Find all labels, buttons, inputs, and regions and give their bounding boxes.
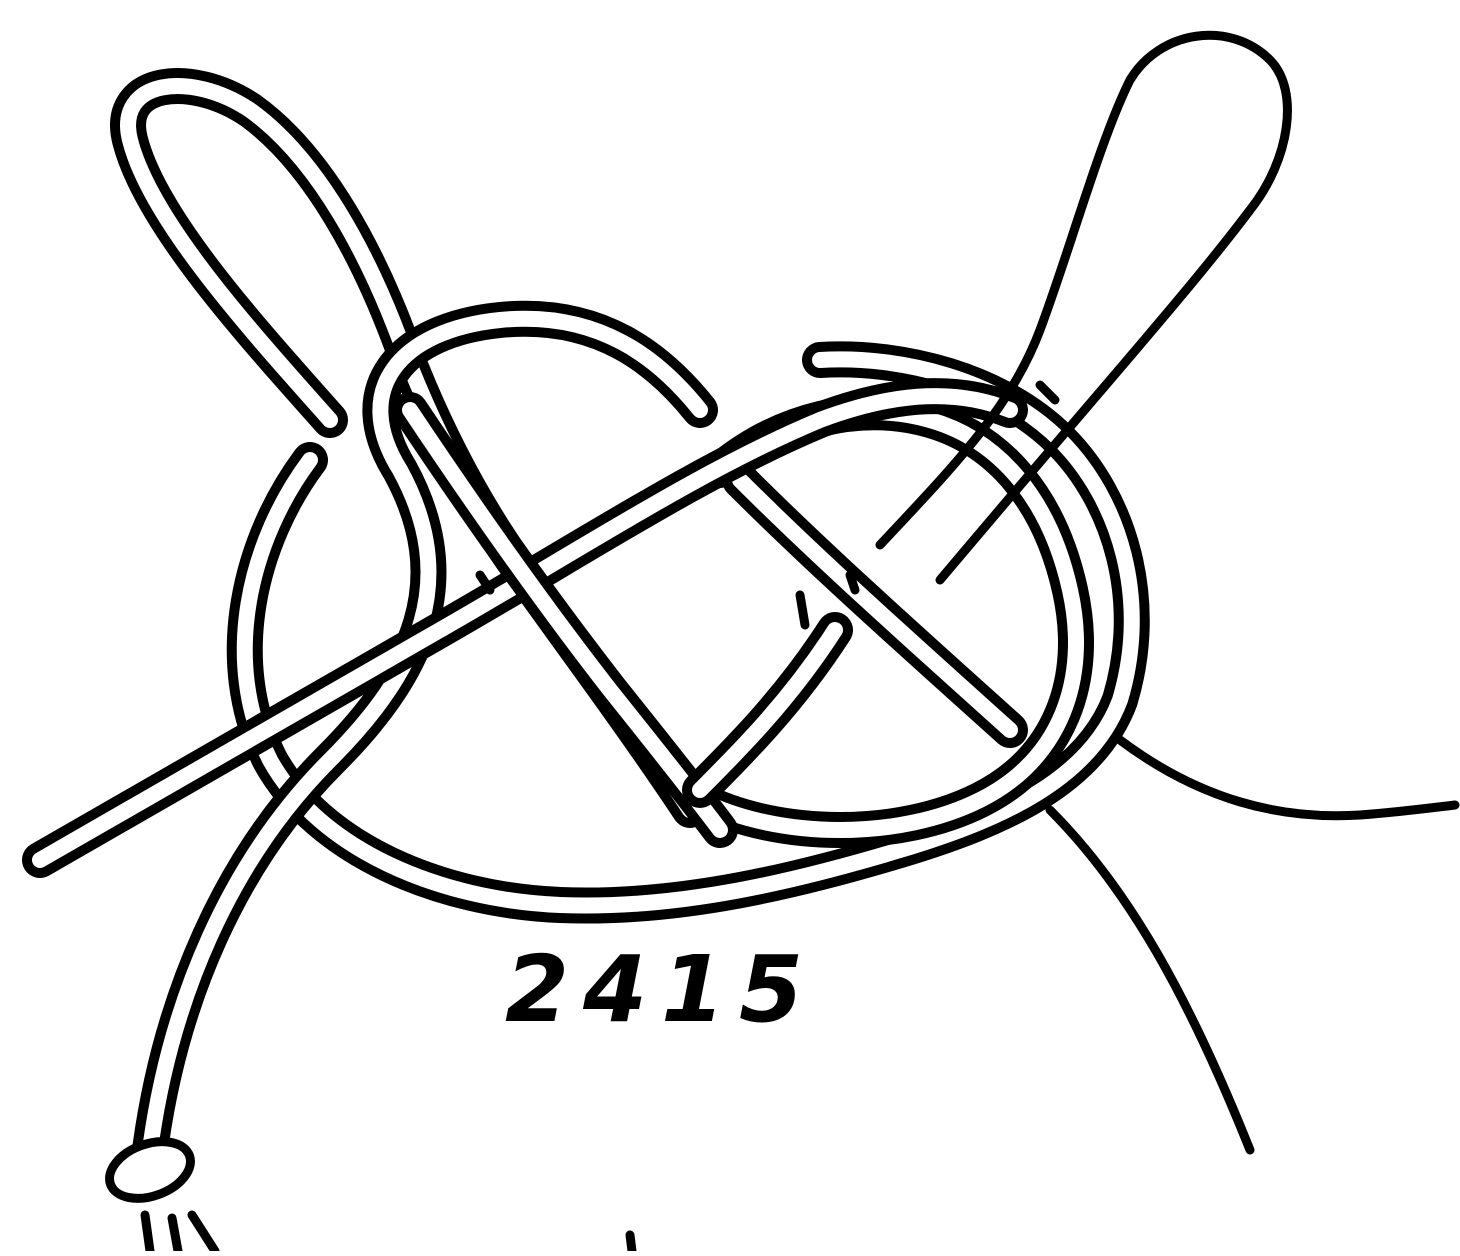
figure-number: 2415 bbox=[505, 935, 835, 1045]
diagonal-rope-left bbox=[40, 396, 1010, 860]
rope-end-cap bbox=[102, 1131, 632, 1251]
right-trailing-string bbox=[1120, 740, 1455, 816]
lower-trailing-string bbox=[1050, 810, 1250, 1150]
tucked-rope-end bbox=[700, 630, 835, 790]
